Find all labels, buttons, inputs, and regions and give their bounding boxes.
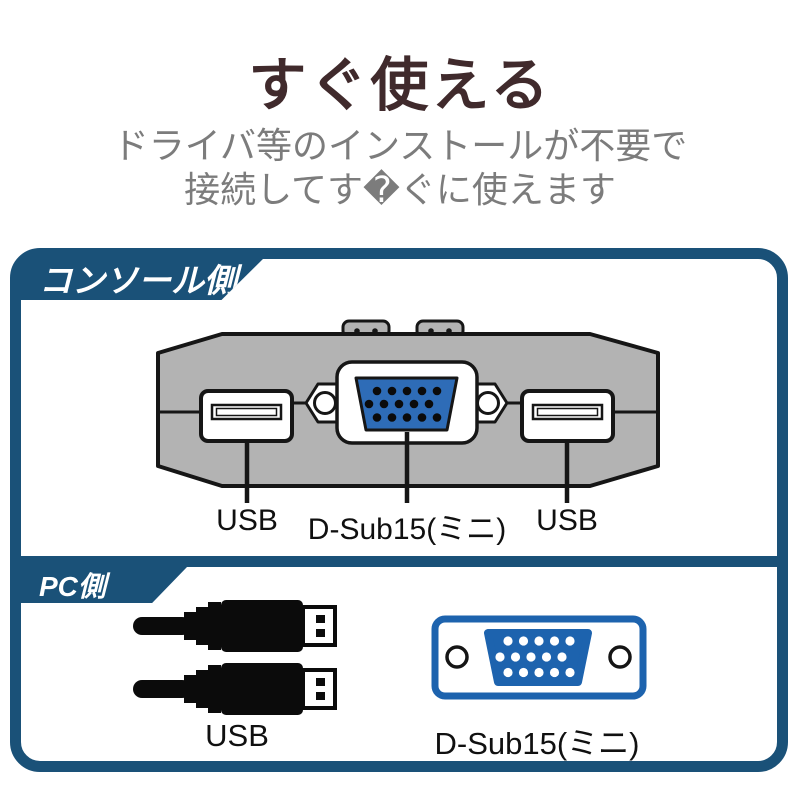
vga-pin-holes (495, 636, 575, 678)
page-title: すぐ使える (248, 53, 552, 118)
callout-line (244, 432, 570, 503)
dsub15-connector-icon (431, 615, 647, 700)
pc-usb-label: USB (205, 718, 269, 753)
page-subtitle: ドライバ等のインストールが不要で 接続してす�ぐに使えます (0, 124, 800, 212)
pc-section-banner: PC側 (21, 567, 187, 603)
vga-pin-holes (364, 386, 442, 422)
case-seam-line (158, 401, 658, 414)
console-section-banner: コンソール側 (21, 255, 267, 300)
console-banner-label: コンソール側 (39, 261, 237, 299)
console-usb-right-label: USB (536, 504, 598, 537)
section-divider (13, 556, 787, 567)
subtitle-line-1: ドライバ等のインストールが不要で (112, 125, 688, 166)
console-usb-left-label: USB (216, 504, 278, 537)
console-dsub-label: D-Sub15(ミニ) (307, 513, 507, 546)
usb-cable-icon-2 (131, 661, 337, 717)
vga-connector-icon (304, 360, 509, 445)
subtitle-line-2: 接続してす�ぐに使えます (184, 168, 616, 210)
usb-port-right-icon (520, 389, 615, 443)
usb-cables-icon (131, 598, 337, 717)
usb-cable-icon-1 (131, 598, 337, 654)
usb-port-left-icon (199, 389, 294, 443)
pc-dsub-label: D-Sub15(ミニ) (434, 726, 640, 761)
pc-banner-label: PC側 (39, 571, 106, 602)
kvm-switch-rear-icon (156, 319, 660, 503)
